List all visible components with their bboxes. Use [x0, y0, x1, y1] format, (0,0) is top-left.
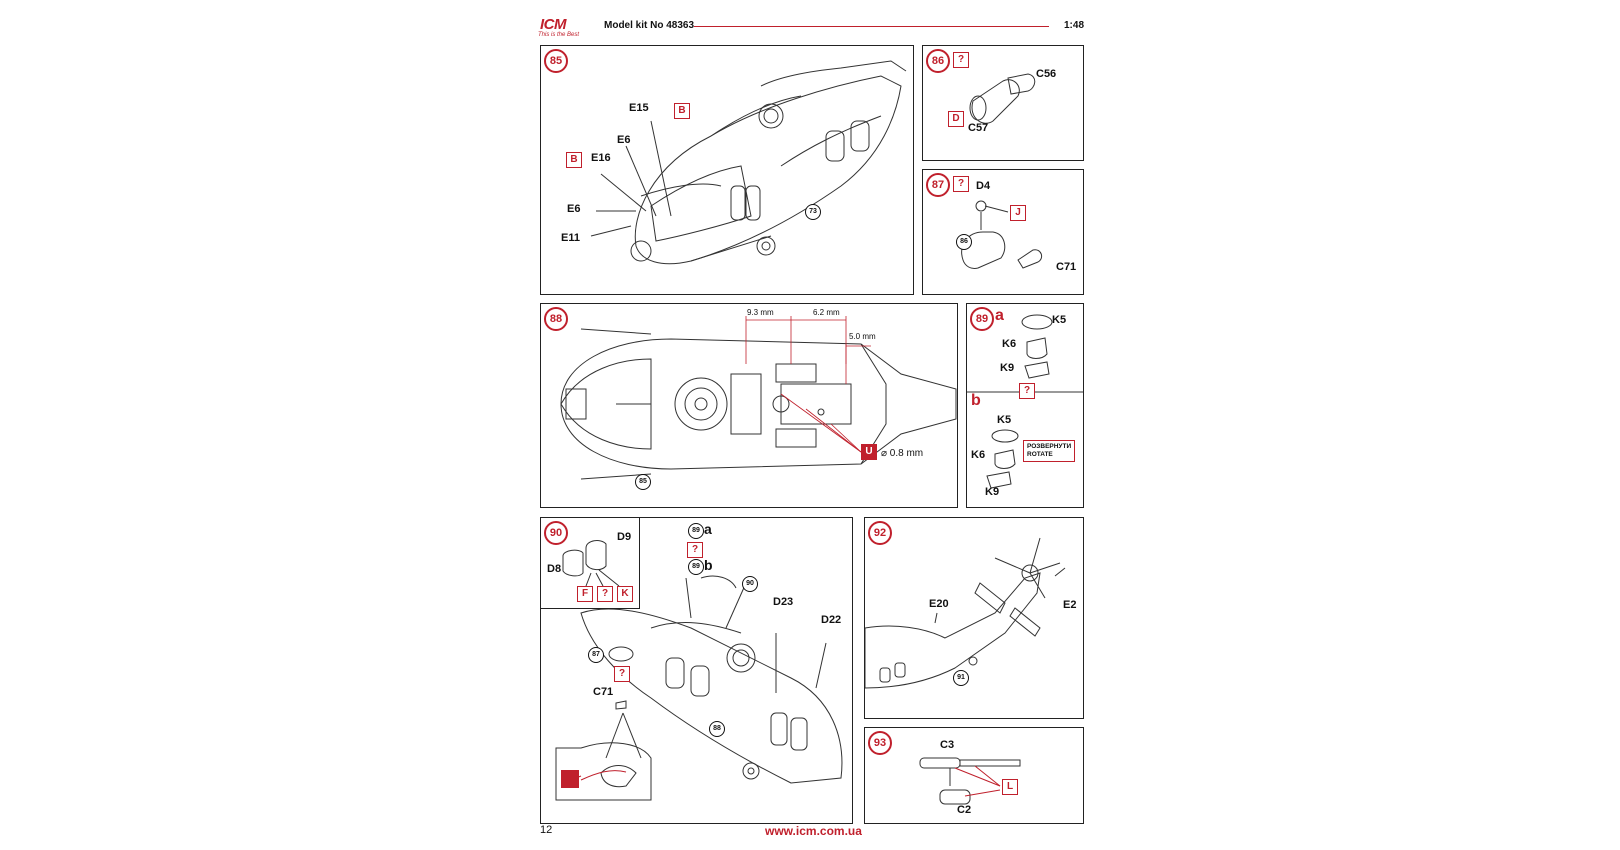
helicopter-side-drawing — [555, 575, 843, 801]
part-label: C3 — [940, 739, 955, 751]
step-reference: 90 — [742, 576, 758, 592]
dimension-label: 9.3 mm — [747, 308, 774, 317]
helicopter-front-drawing — [590, 60, 907, 265]
part-label: C71 — [593, 686, 614, 698]
parts-k5-k6-k9-drawing — [967, 314, 1083, 489]
parts-d8-d9-drawing — [562, 540, 620, 587]
step-87-panel: 87 ? D4 J 86 C71 — [922, 169, 1084, 295]
page-header: ICM This is the Best Model kit No 48363 … — [534, 14, 1084, 44]
step-reference: 87 — [588, 647, 604, 663]
rotate-text-en: ROTATE — [1027, 451, 1053, 458]
paint-tag: K — [617, 586, 633, 602]
part-label: K9 — [985, 486, 1000, 498]
header-rule — [694, 26, 1049, 27]
unknown-tag: ? — [687, 542, 703, 558]
unknown-tag: ? — [1019, 383, 1035, 399]
part-label: D4 — [976, 180, 991, 192]
logo-tagline: This is the Best — [538, 32, 580, 38]
part-label: E16 — [591, 152, 611, 164]
part-label: E6 — [567, 203, 581, 215]
kit-scale: 1:48 — [1063, 20, 1084, 31]
paint-tag: L — [1002, 779, 1018, 795]
part-label: K5 — [997, 414, 1012, 426]
helicopter-tail-drawing — [865, 537, 1066, 689]
step-90-panel: 90 D9 D8 F ? K — [540, 517, 640, 609]
step-number: 85 — [544, 49, 568, 73]
step-reference: 91 — [953, 670, 969, 686]
step-86-panel: 86 ? C56 D C57 — [922, 45, 1084, 161]
step-89-panel: 89 a K5 K6 K9 ? b K5 K6 K9 РОЗВЕРНУТИ RO… — [966, 303, 1084, 508]
part-label: D22 — [821, 614, 842, 626]
step-number: 93 — [868, 731, 892, 755]
step-reference: 89 — [688, 559, 704, 575]
step-reference: 88 — [709, 721, 725, 737]
part-label: E15 — [629, 102, 649, 114]
step-number: 89 — [970, 307, 994, 331]
part-label: D23 — [773, 596, 794, 608]
logo-text: ICM — [540, 16, 567, 33]
website-link[interactable]: www.icm.com.ua — [765, 824, 862, 838]
step-reference: 85 — [635, 474, 651, 490]
sub-step-b: b — [971, 392, 981, 409]
drill-size: ⌀ 0.8 mm — [881, 448, 924, 459]
step-88-panel: 88 9.3 mm 6.2 mm 5.0 mm U ⌀ 0.8 mm 85 — [540, 303, 958, 508]
step-reference: 86 — [956, 234, 972, 250]
part-label: K9 — [1000, 362, 1015, 374]
unknown-tag: ? — [953, 176, 969, 192]
part-c56-c57-drawing — [969, 73, 1036, 124]
rotate-note: РОЗВЕРНУТИ ROTATE — [1023, 440, 1076, 462]
step-reference: 73 — [805, 204, 821, 220]
drill-tag: U — [861, 444, 877, 460]
sub-step-b: b — [704, 557, 713, 573]
step-number: 87 — [926, 173, 950, 197]
part-label: C57 — [968, 122, 989, 134]
part-label: E6 — [617, 134, 631, 146]
unknown-tag: ? — [597, 586, 613, 602]
sub-step-a: a — [704, 521, 712, 537]
part-label: D8 — [547, 563, 562, 575]
part-label: E11 — [561, 232, 580, 244]
part-label: K6 — [971, 449, 986, 461]
paint-tag: B — [566, 152, 582, 168]
unknown-tag: ? — [614, 666, 630, 682]
part-label: K5 — [1052, 314, 1067, 326]
sub-step-a: a — [995, 307, 1004, 324]
step-number: 86 — [926, 49, 950, 73]
part-label: C71 — [1056, 261, 1077, 273]
part-label: C2 — [957, 804, 972, 816]
paint-tag: B — [674, 103, 690, 119]
step-number: 88 — [544, 307, 568, 331]
step-number: 92 — [868, 521, 892, 545]
part-label: D9 — [617, 531, 632, 543]
dimension-label: 6.2 mm — [813, 308, 840, 317]
kit-number: Model kit No 48363 — [604, 20, 695, 31]
step-85-panel: 85 E15 B E6 E16 B E6 E11 73 — [540, 45, 914, 295]
dimension-label: 5.0 mm — [849, 332, 876, 341]
helicopter-top-drawing — [560, 316, 957, 480]
part-label: K6 — [1002, 338, 1017, 350]
unknown-tag: ? — [953, 52, 969, 68]
paint-tag: D — [948, 111, 964, 127]
paint-tag: J — [1010, 205, 1026, 221]
step-92-panel: 92 E20 E2 91 — [864, 517, 1084, 719]
part-label: E2 — [1063, 599, 1077, 611]
step-93-panel: 93 C3 C2 L — [864, 727, 1084, 824]
step-number: 90 — [544, 521, 568, 545]
icm-logo: ICM This is the Best — [534, 14, 586, 42]
step-reference: 89 — [688, 523, 704, 539]
rotate-text-ua: РОЗВЕРНУТИ — [1027, 443, 1072, 450]
parts-c2-c3-drawing — [919, 757, 1021, 805]
part-label: E20 — [929, 598, 949, 610]
page-number: 12 — [540, 824, 553, 836]
part-label: C56 — [1036, 68, 1057, 80]
paint-tag: F — [577, 586, 593, 602]
